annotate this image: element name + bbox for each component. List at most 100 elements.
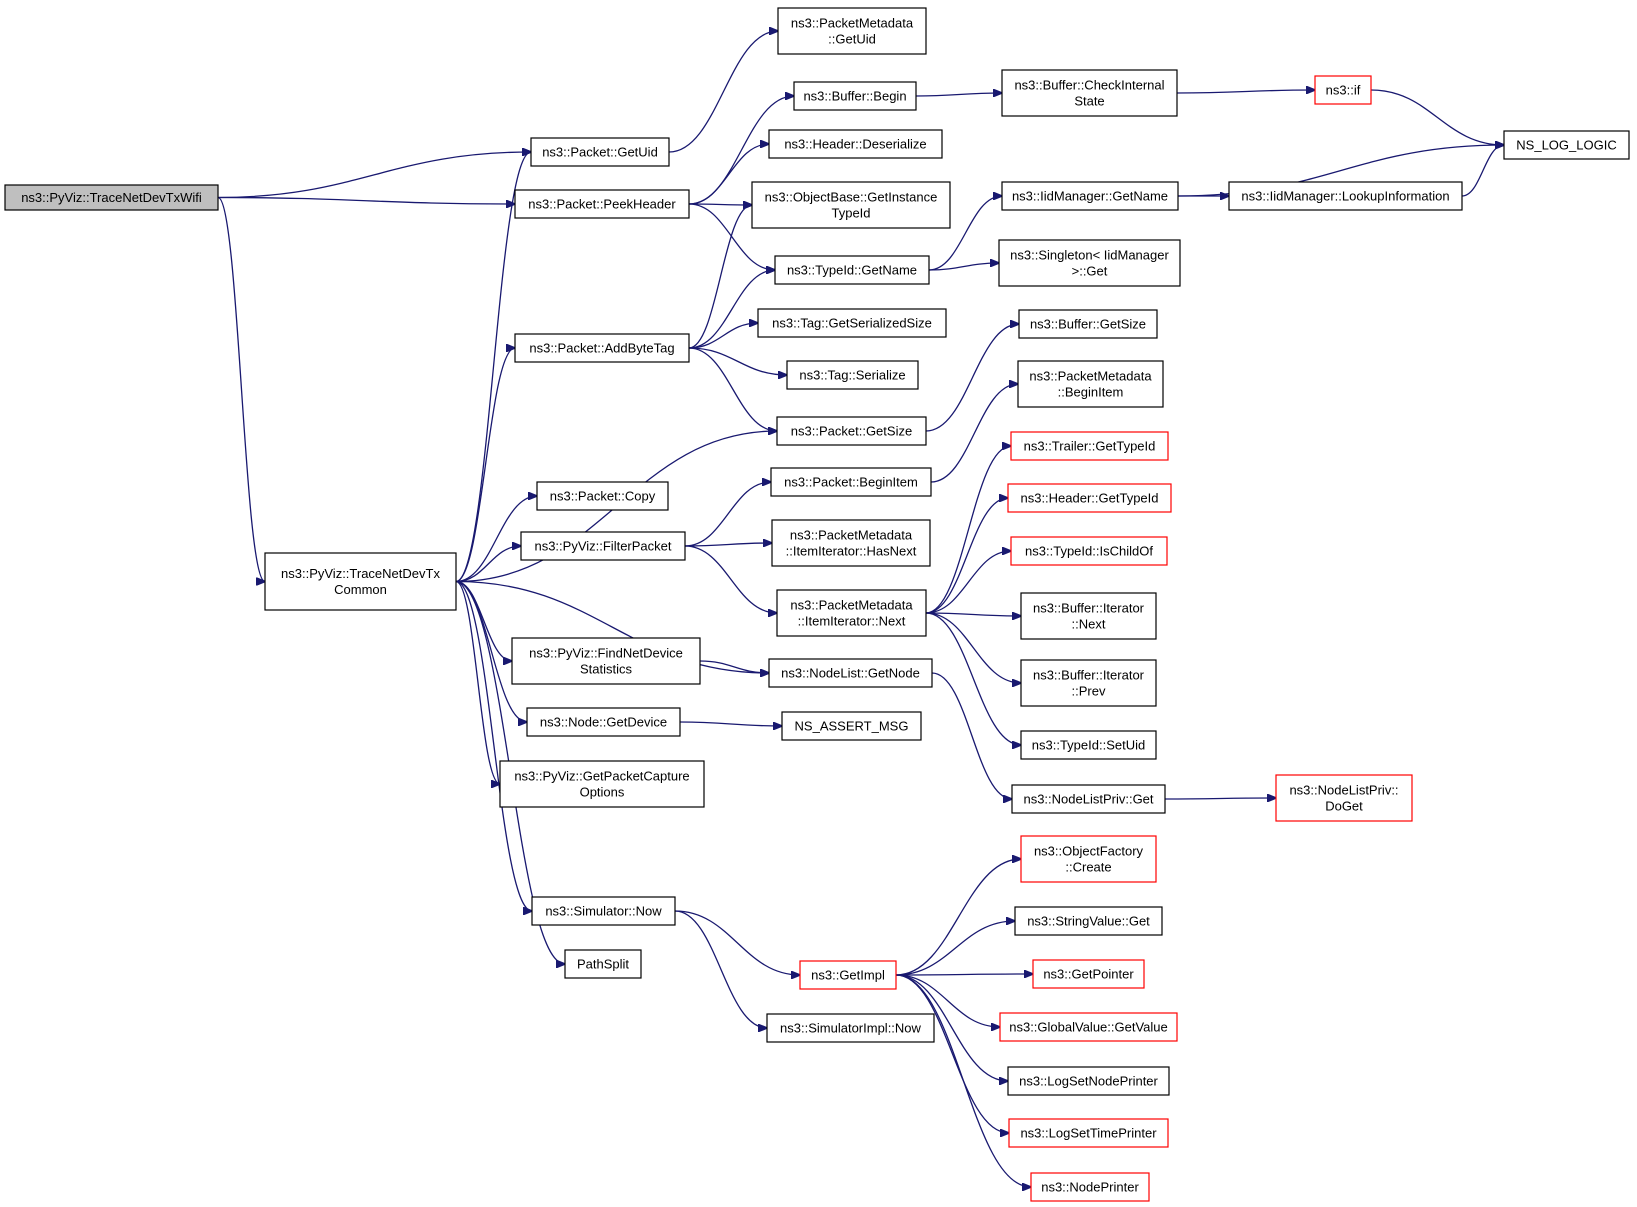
node-nslog[interactable]: NS_LOG_LOGIC: [1503, 130, 1630, 160]
node-box-pm_getuid[interactable]: [777, 7, 927, 55]
node-nlp_get[interactable]: ns3::NodeListPriv::Get: [1011, 784, 1166, 814]
node-box-getpointer[interactable]: [1032, 959, 1145, 989]
node-box-getuid[interactable]: [530, 137, 670, 167]
node-box-stringvalue[interactable]: [1014, 906, 1163, 936]
node-box-pm_next[interactable]: [776, 589, 927, 637]
node-stringvalue[interactable]: ns3::StringValue::Get: [1014, 906, 1163, 936]
node-box-getdevice[interactable]: [526, 707, 681, 737]
node-box-getimpl[interactable]: [799, 960, 897, 990]
node-pm_next[interactable]: ns3::PacketMetadata::ItemIterator::Next: [776, 589, 927, 637]
node-bufbegin[interactable]: ns3::Buffer::Begin: [793, 81, 917, 111]
node-if[interactable]: ns3::if: [1314, 75, 1372, 105]
node-getdevice[interactable]: ns3::Node::GetDevice: [526, 707, 681, 737]
node-box-common[interactable]: [264, 552, 457, 611]
node-box-peekheader[interactable]: [514, 189, 690, 219]
node-pm_getuid[interactable]: ns3::PacketMetadata::GetUid: [777, 7, 927, 55]
node-simnow[interactable]: ns3::Simulator::Now: [531, 896, 676, 926]
node-box-header_typeid[interactable]: [1007, 483, 1172, 513]
node-setuid[interactable]: ns3::TypeId::SetUid: [1020, 730, 1157, 760]
node-box-checkinternal[interactable]: [1001, 69, 1178, 117]
node-box-objbase[interactable]: [751, 181, 951, 229]
node-box-simimpl_now[interactable]: [766, 1013, 935, 1043]
node-getimpl[interactable]: ns3::GetImpl: [799, 960, 897, 990]
node-box-pkt_getsize[interactable]: [776, 416, 927, 446]
node-logtime[interactable]: ns3::LogSetTimePrinter: [1008, 1118, 1169, 1148]
node-pkt_beginitem[interactable]: ns3::Packet::BeginItem: [770, 467, 932, 497]
node-typeid_getname[interactable]: ns3::TypeId::GetName: [774, 255, 930, 285]
node-box-root[interactable]: [4, 184, 219, 211]
node-box-nslog[interactable]: [1503, 130, 1630, 160]
node-box-setuid[interactable]: [1020, 730, 1157, 760]
node-iid_lookup[interactable]: ns3::IidManager::LookupInformation: [1228, 181, 1463, 211]
node-tag_size[interactable]: ns3::Tag::GetSerializedSize: [757, 308, 947, 338]
node-root[interactable]: ns3::PyViz::TraceNetDevTxWifi: [4, 184, 219, 211]
node-box-pm_beginitem[interactable]: [1017, 360, 1164, 408]
node-box-copy[interactable]: [536, 481, 669, 511]
node-pkt_getsize[interactable]: ns3::Packet::GetSize: [776, 416, 927, 446]
node-box-assert[interactable]: [781, 711, 922, 741]
node-box-addbytetag[interactable]: [514, 333, 690, 363]
node-hdrdeser[interactable]: ns3::Header::Deserialize: [768, 129, 943, 159]
node-box-iid_lookup[interactable]: [1228, 181, 1463, 211]
node-pathsplit[interactable]: PathSplit: [564, 949, 642, 979]
node-box-simnow[interactable]: [531, 896, 676, 926]
node-box-tag_size[interactable]: [757, 308, 947, 338]
node-box-objfactory[interactable]: [1020, 835, 1157, 883]
node-singleton[interactable]: ns3::Singleton< IidManager>::Get: [998, 239, 1181, 287]
node-objfactory[interactable]: ns3::ObjectFactory::Create: [1020, 835, 1157, 883]
node-box-if[interactable]: [1314, 75, 1372, 105]
node-bufit_prev[interactable]: ns3::Buffer::Iterator::Prev: [1020, 659, 1157, 707]
node-box-pathsplit[interactable]: [564, 949, 642, 979]
node-filterpacket[interactable]: ns3::PyViz::FilterPacket: [520, 531, 686, 561]
node-getpointer[interactable]: ns3::GetPointer: [1032, 959, 1145, 989]
node-box-findnetdev[interactable]: [511, 637, 701, 685]
node-pm_hasnext[interactable]: ns3::PacketMetadata::ItemIterator::HasNe…: [771, 519, 931, 567]
node-copy[interactable]: ns3::Packet::Copy: [536, 481, 669, 511]
node-box-tag_ser[interactable]: [786, 360, 919, 390]
node-box-globalvalue[interactable]: [999, 1012, 1178, 1042]
node-box-bufit_prev[interactable]: [1020, 659, 1157, 707]
node-box-trailer_typeid[interactable]: [1010, 431, 1169, 461]
node-simimpl_now[interactable]: ns3::SimulatorImpl::Now: [766, 1013, 935, 1043]
node-box-logtime[interactable]: [1008, 1118, 1169, 1148]
node-box-typeid_getname[interactable]: [774, 255, 930, 285]
node-box-filterpacket[interactable]: [520, 531, 686, 561]
node-addbytetag[interactable]: ns3::Packet::AddByteTag: [514, 333, 690, 363]
node-header_typeid[interactable]: ns3::Header::GetTypeId: [1007, 483, 1172, 513]
node-box-nodelist_getnode[interactable]: [768, 658, 933, 688]
node-box-pm_hasnext[interactable]: [771, 519, 931, 567]
node-box-buf_getsize[interactable]: [1018, 309, 1158, 339]
node-lognode[interactable]: ns3::LogSetNodePrinter: [1007, 1066, 1170, 1096]
node-ischildof[interactable]: ns3::TypeId::IsChildOf: [1010, 536, 1168, 566]
node-box-pkt_beginitem[interactable]: [770, 467, 932, 497]
node-box-nlp_get[interactable]: [1011, 784, 1166, 814]
node-box-nodeprinter[interactable]: [1030, 1172, 1150, 1202]
node-assert[interactable]: NS_ASSERT_MSG: [781, 711, 922, 741]
node-getuid[interactable]: ns3::Packet::GetUid: [530, 137, 670, 167]
node-nodelist_getnode[interactable]: ns3::NodeList::GetNode: [768, 658, 933, 688]
node-box-ischildof[interactable]: [1010, 536, 1168, 566]
node-box-bufbegin[interactable]: [793, 81, 917, 111]
node-globalvalue[interactable]: ns3::GlobalValue::GetValue: [999, 1012, 1178, 1042]
node-nlp_doget[interactable]: ns3::NodeListPriv::DoGet: [1275, 774, 1413, 822]
node-iid_getname[interactable]: ns3::IidManager::GetName: [1001, 181, 1179, 211]
node-box-getcapture[interactable]: [499, 760, 705, 808]
node-trailer_typeid[interactable]: ns3::Trailer::GetTypeId: [1010, 431, 1169, 461]
node-peekheader[interactable]: ns3::Packet::PeekHeader: [514, 189, 690, 219]
node-box-iid_getname[interactable]: [1001, 181, 1179, 211]
node-buf_getsize[interactable]: ns3::Buffer::GetSize: [1018, 309, 1158, 339]
node-box-nlp_doget[interactable]: [1275, 774, 1413, 822]
node-box-singleton[interactable]: [998, 239, 1181, 287]
node-box-bufit_next[interactable]: [1020, 592, 1157, 640]
node-bufit_next[interactable]: ns3::Buffer::Iterator::Next: [1020, 592, 1157, 640]
node-pm_beginitem[interactable]: ns3::PacketMetadata::BeginItem: [1017, 360, 1164, 408]
node-box-hdrdeser[interactable]: [768, 129, 943, 159]
node-nodeprinter[interactable]: ns3::NodePrinter: [1030, 1172, 1150, 1202]
node-tag_ser[interactable]: ns3::Tag::Serialize: [786, 360, 919, 390]
node-box-lognode[interactable]: [1007, 1066, 1170, 1096]
